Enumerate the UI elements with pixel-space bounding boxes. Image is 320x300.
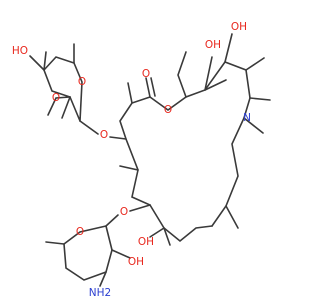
bond-c9-methyl	[249, 97, 271, 101]
atom-o-glycosidic-5: O	[120, 206, 128, 218]
atom-oh-c11: OH	[205, 39, 221, 51]
bond-ring-top	[149, 61, 251, 227]
bond-c12-oh	[224, 33, 233, 63]
bond-cladinose-methyl	[43, 51, 47, 71]
bond-carbonyl-1	[145, 77, 151, 98]
bond-desosamine-ring	[63, 225, 113, 281]
atom-o-methoxy: O	[52, 92, 60, 104]
bond-o-cladinose	[79, 120, 99, 135]
atom-o-cladinose-ring: O	[78, 76, 86, 88]
bond-desosamine-oh	[111, 249, 131, 259]
bond-cladinose-ring	[43, 56, 83, 122]
atom-labels: O O OH OH N HO O O O O OH O OH NH2	[12, 21, 251, 299]
atom-o-glycosidic-3: O	[100, 129, 108, 141]
atom-nh2-desosamine: NH2	[89, 287, 111, 299]
bond-c4-methyl	[119, 165, 139, 171]
bond-cladinose-methyl2	[61, 96, 71, 119]
bond-c12-methyl	[204, 79, 227, 91]
molecule-structure-diagram: O O OH OH N HO O O O O OH O OH NH2	[12, 21, 271, 299]
bond-c10-methyl	[245, 57, 265, 71]
bond-desosamine-nh2	[99, 271, 107, 287]
atom-oh-c12: OH	[231, 21, 247, 33]
bond-ethyl	[177, 51, 187, 98]
bond-lines	[29, 33, 271, 287]
bond-cladinose-methoxy	[47, 96, 71, 116]
bond-c5-o	[129, 204, 151, 212]
bond-o-desosamine	[105, 214, 119, 227]
atom-o-ester-ring: O	[164, 104, 172, 116]
bond-c6-oh	[149, 227, 165, 238]
bond-n-methyl	[243, 117, 264, 134]
bond-c2-methyl	[127, 82, 133, 104]
bond-desosamine-methyl	[45, 241, 65, 245]
bond-c6-methyl	[163, 227, 171, 246]
atom-o-carbonyl: O	[142, 68, 150, 80]
atom-oh-c6: OH	[138, 236, 154, 248]
bond-c3-o	[109, 136, 127, 140]
atom-ho-cladinose: HO	[12, 45, 28, 57]
atom-o-desosamine-ring: O	[76, 226, 84, 238]
atom-oh-desosamine: OH	[128, 256, 144, 268]
bond-c11-oh	[204, 56, 213, 91]
bond-carbonyl-2	[150, 77, 156, 97]
atom-n-ring: N	[243, 112, 251, 124]
bond-cladinose-oh	[29, 55, 45, 71]
bond-ring-bottom	[119, 96, 213, 243]
bond-c8-methyl	[225, 205, 239, 229]
